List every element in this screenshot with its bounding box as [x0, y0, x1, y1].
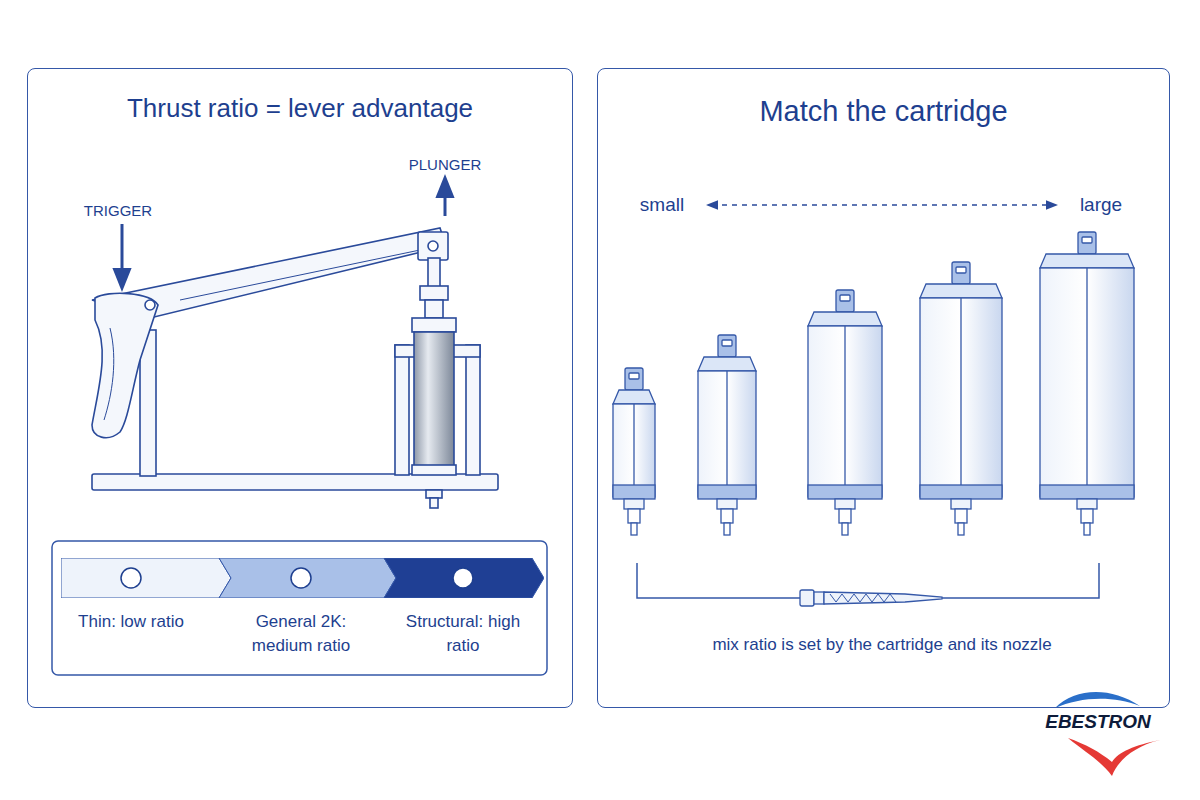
cartridge-part	[631, 523, 637, 535]
stage-label: Structural: high ratio	[403, 610, 523, 658]
logo-swoosh	[1055, 692, 1140, 708]
cartridge-part	[1084, 523, 1090, 535]
label: mix ratio is set by the cartridge and it…	[709, 635, 1054, 655]
cartridge-part	[613, 390, 655, 404]
ratio-bar-frame	[52, 541, 547, 675]
label: large	[1077, 194, 1125, 216]
cartridge-part	[1081, 509, 1093, 523]
chevron	[384, 558, 544, 598]
cartridge-part	[629, 373, 639, 379]
trigger-arrow	[121, 224, 124, 280]
label: TRIGGER	[81, 202, 155, 219]
cartridge-part	[955, 509, 967, 523]
cartridge-part	[613, 485, 655, 499]
cartridge-part	[960, 298, 961, 497]
logo-text: EBESTRON	[1042, 711, 1154, 733]
cartridge-part	[956, 267, 966, 273]
cartridge-part	[842, 523, 848, 535]
cartridge-part	[613, 368, 655, 535]
label: PLUNGER	[406, 156, 485, 173]
cartridge-part	[1078, 232, 1096, 254]
cartridge-part	[1040, 485, 1134, 499]
cartridge-part	[633, 404, 634, 497]
ratio-stage: Thin: low ratio	[61, 558, 231, 668]
cartridge-part	[624, 499, 644, 509]
cartridge-part	[726, 371, 727, 497]
cartridge-part	[840, 295, 850, 301]
mixer-nozzle	[800, 590, 942, 606]
cartridge-part	[1086, 268, 1087, 497]
stage-label: Thin: low ratio	[71, 610, 191, 634]
cartridge-row	[613, 232, 1134, 535]
cartridge-part	[717, 499, 737, 509]
logo-ground	[1022, 662, 1200, 800]
cartridge-part	[628, 509, 640, 523]
cartridge-part	[698, 371, 756, 497]
cartridge-part	[920, 262, 1002, 535]
cartridge-part	[718, 335, 736, 357]
ratio-stage: General 2K: medium ratio	[219, 558, 396, 668]
cartridge-part	[808, 326, 882, 497]
cartridge-part	[958, 523, 964, 535]
cartridge-part	[808, 290, 882, 535]
cartridge-part	[1040, 268, 1134, 497]
ratio-stage: Structural: high ratio	[384, 558, 544, 668]
cartridge-part	[1040, 232, 1134, 535]
cartridge-part	[844, 326, 845, 497]
cartridge-part	[698, 485, 756, 499]
cartridge-part	[1040, 254, 1134, 268]
cartridge-part	[721, 509, 733, 523]
cartridge-part	[698, 357, 756, 371]
cartridge-part	[835, 499, 855, 509]
cartridge-part	[613, 404, 655, 497]
label: small	[637, 194, 687, 216]
panel-title: Match the cartridge	[598, 95, 1169, 128]
cartridge-part	[839, 509, 851, 523]
dispenser-gun	[92, 228, 498, 508]
panel: Thrust ratio = lever advantageThin: low …	[27, 68, 573, 708]
cartridge-part	[625, 368, 643, 390]
plunger-arrow	[444, 186, 447, 216]
cartridge-part	[1082, 237, 1092, 243]
chevron	[61, 558, 231, 598]
cartridge-part	[698, 335, 756, 535]
cartridge-part	[1077, 499, 1097, 509]
logo-swoosh	[1068, 738, 1160, 776]
cartridge-part	[808, 312, 882, 326]
chevron	[219, 558, 396, 598]
cartridge-part	[920, 485, 1002, 499]
cartridge-part	[951, 499, 971, 509]
panel-title: Thrust ratio = lever advantage	[28, 93, 572, 124]
cartridge-part	[836, 290, 854, 312]
cartridge-part	[808, 485, 882, 499]
panel: Match the cartridge	[597, 68, 1170, 708]
size-arrow	[712, 204, 1052, 206]
stage-label: General 2K: medium ratio	[241, 610, 361, 658]
cartridge-part	[724, 523, 730, 535]
cartridge-part	[920, 284, 1002, 298]
cartridge-part	[722, 340, 732, 346]
cartridge-part	[920, 298, 1002, 497]
cartridge-part	[952, 262, 970, 284]
